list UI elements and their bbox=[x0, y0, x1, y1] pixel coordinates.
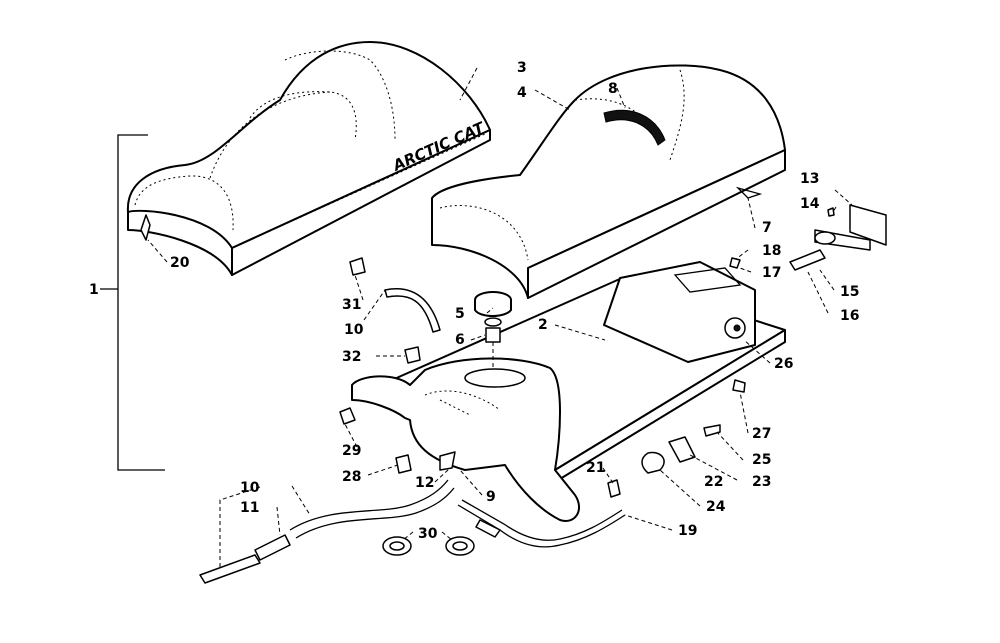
callout-14: 14 bbox=[800, 196, 820, 212]
callout-5: 5 bbox=[455, 306, 465, 322]
callout-3: 3 bbox=[517, 60, 527, 76]
seat-cover-part bbox=[431, 64, 786, 299]
vent-hose-part bbox=[349, 257, 441, 333]
callout-25: 25 bbox=[752, 452, 771, 468]
grommet-parts bbox=[382, 536, 475, 556]
callout-10a: 10 bbox=[344, 322, 364, 338]
callout-29: 29 bbox=[342, 443, 361, 459]
callouts: 1 2 3 4 5 6 7 8 9 10 10 11 12 13 14 15 1… bbox=[89, 60, 859, 542]
callout-16: 16 bbox=[840, 308, 859, 324]
callout-28: 28 bbox=[342, 469, 361, 485]
callout-31: 31 bbox=[342, 297, 361, 313]
seat-strap-part bbox=[603, 109, 666, 146]
fuel-tank-part bbox=[351, 357, 580, 522]
callout-19: 19 bbox=[678, 523, 697, 539]
callout-4: 4 bbox=[517, 85, 527, 101]
leader-lines bbox=[147, 67, 853, 570]
callout-32: 32 bbox=[342, 349, 361, 365]
callout-23: 23 bbox=[752, 474, 771, 490]
callout-2: 2 bbox=[538, 317, 548, 333]
callout-12: 12 bbox=[415, 475, 434, 491]
callout-1: 1 bbox=[89, 282, 99, 298]
callout-26: 26 bbox=[774, 356, 793, 372]
callout-7: 7 bbox=[762, 220, 772, 236]
small-fittings bbox=[140, 214, 746, 498]
callout-6: 6 bbox=[455, 332, 465, 348]
throttle-cable-part bbox=[199, 479, 455, 584]
brake-cable-part bbox=[457, 499, 626, 548]
callout-13: 13 bbox=[800, 171, 819, 187]
callout-9: 9 bbox=[486, 489, 496, 505]
seat-assembly-part: ARCTIC CAT bbox=[126, 41, 491, 276]
callout-30: 30 bbox=[418, 526, 438, 542]
callout-11: 11 bbox=[240, 500, 259, 516]
callout-15: 15 bbox=[840, 284, 859, 300]
callout-21: 21 bbox=[586, 460, 605, 476]
assembly-bracket bbox=[100, 134, 165, 471]
callout-20: 20 bbox=[170, 255, 190, 271]
choke-bracket-part bbox=[789, 204, 887, 271]
callout-18: 18 bbox=[762, 243, 781, 259]
callout-24: 24 bbox=[706, 499, 726, 515]
callout-22: 22 bbox=[704, 474, 723, 490]
callout-10b: 10 bbox=[240, 480, 260, 496]
callout-27: 27 bbox=[752, 426, 771, 442]
callout-8: 8 bbox=[608, 81, 618, 97]
callout-17: 17 bbox=[762, 265, 781, 281]
